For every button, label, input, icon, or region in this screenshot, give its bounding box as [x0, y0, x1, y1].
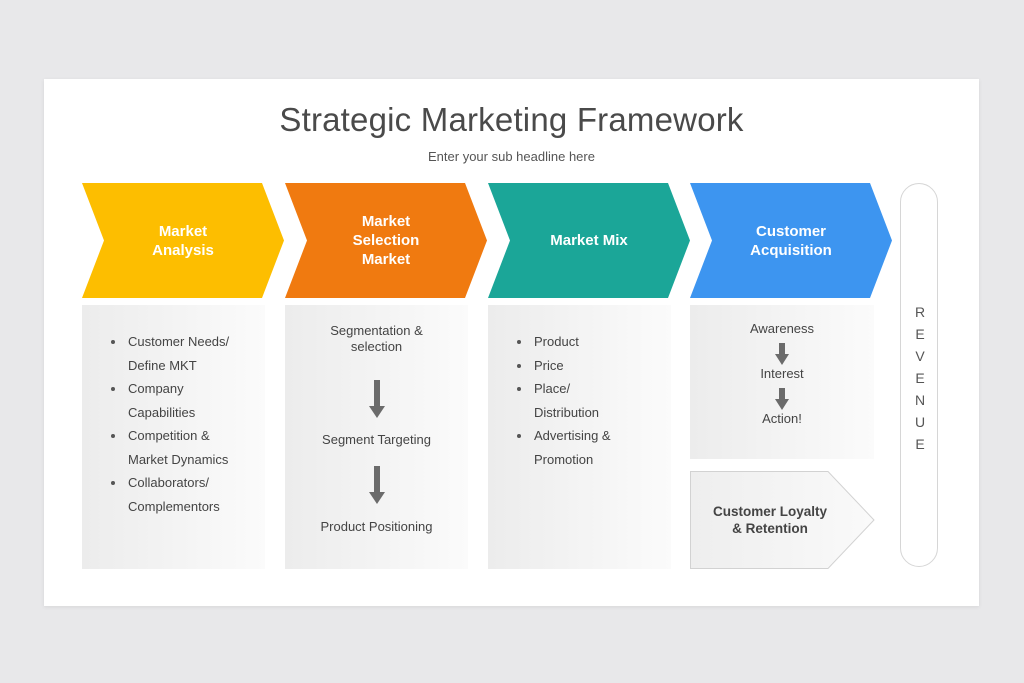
list-item: Price	[516, 354, 611, 378]
acquisition-step-action: Action!	[762, 411, 802, 426]
list-item: Competition &Market Dynamics	[110, 424, 229, 471]
mix-panel: Product Price Place/Distribution Adverti…	[488, 305, 671, 569]
revenue-letter: N	[914, 392, 926, 408]
selection-step-targeting: Segment Targeting	[322, 432, 431, 447]
stage-title-line: Customer	[755, 222, 826, 240]
list-item: Customer Needs/Define MKT	[110, 330, 229, 377]
arrow-down-icon	[775, 388, 789, 410]
acquisition-panel: Awareness Interest Action!	[690, 305, 874, 459]
arrow-down-icon	[369, 380, 385, 418]
stage-market-selection: Market Selection Market	[285, 183, 487, 298]
revenue-letter: E	[915, 436, 925, 452]
revenue-letter: E	[915, 370, 925, 386]
chevron-shape	[690, 183, 892, 298]
page-subtitle: Enter your sub headline here	[428, 149, 595, 164]
page-title: Strategic Marketing Framework	[279, 101, 744, 138]
chevron-shape	[488, 183, 690, 298]
revenue-letter: V	[915, 348, 925, 364]
selection-panel: Segmentation & selection Segment Targeti…	[285, 305, 468, 569]
selection-step-positioning: Product Positioning	[320, 519, 433, 534]
revenue-letter: R	[914, 304, 926, 320]
revenue-letter: U	[914, 414, 926, 430]
stage-customer-acquisition: Customer Acquisition	[690, 183, 892, 298]
stage-title: Market Selection Market	[307, 183, 465, 298]
stage-title-line: Market	[158, 222, 208, 240]
stage-title-line: Market	[361, 251, 411, 268]
list-item: Place/Distribution	[516, 377, 611, 424]
list-item: Collaborators/Complementors	[110, 471, 229, 518]
chevron-shape	[285, 183, 487, 298]
loyalty-label-line: Customer Loyalty	[712, 504, 828, 519]
selection-step-segmentation: Segmentation & selection	[330, 323, 423, 354]
revenue-capsule: R E V E N U E	[900, 183, 938, 567]
list-item: Product	[516, 330, 611, 354]
list-item: Advertising &Promotion	[516, 424, 611, 471]
mix-list: Product Price Place/Distribution Adverti…	[516, 330, 611, 471]
revenue-letter: E	[915, 326, 925, 342]
loyalty-label-line: & Retention	[732, 521, 808, 536]
stage-title-line: Selection	[352, 232, 420, 249]
acquisition-step-awareness: Awareness	[749, 321, 815, 336]
arrow-down-icon	[775, 343, 789, 365]
stage-title-line: Market	[361, 213, 411, 230]
stage-title: Customer Acquisition	[712, 183, 870, 298]
loyalty-shape: Customer Loyalty & Retention	[690, 471, 875, 569]
stage-title-line: Analysis	[152, 241, 214, 259]
stage-market-analysis: Market Analysis	[82, 183, 284, 298]
stage-title: Market Mix	[510, 183, 668, 298]
arrow-down-icon	[369, 466, 385, 504]
chevron-shape	[82, 183, 284, 298]
acquisition-step-interest: Interest	[760, 366, 804, 381]
stage-market-mix: Market Mix	[488, 183, 690, 298]
stage-title-line: Market Mix	[550, 232, 628, 249]
slide: Strategic Marketing Framework Enter your…	[44, 79, 979, 606]
pentagon-arrow-shape	[690, 471, 875, 569]
stage-title: Market Analysis	[104, 183, 262, 298]
stage-title-line: Acquisition	[750, 241, 832, 259]
loyalty-label: Customer Loyalty & Retention	[690, 471, 850, 569]
